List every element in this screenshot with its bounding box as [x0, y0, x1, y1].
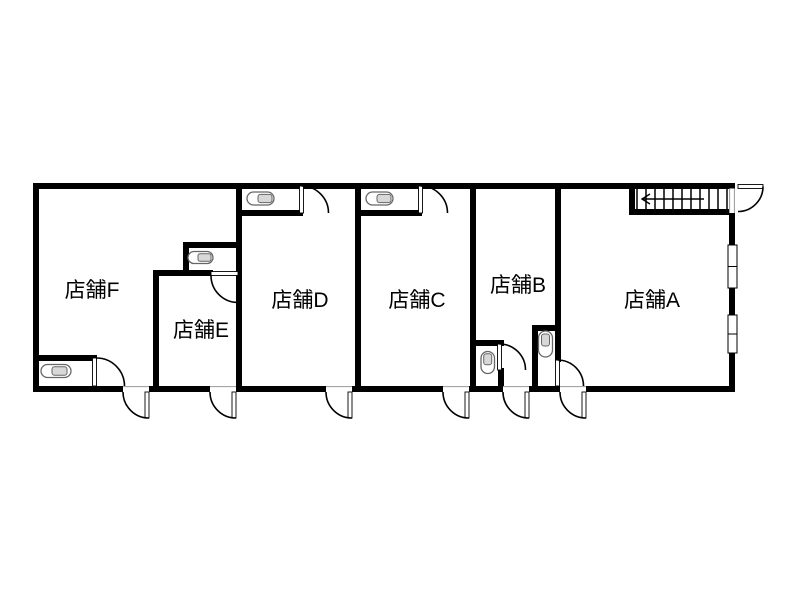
door-leaf-toilet-e — [210, 271, 239, 276]
entrance-opening-e — [210, 386, 236, 392]
room-label-e: 店舗E — [173, 319, 229, 342]
toilet-icon-a — [537, 330, 554, 358]
toilet-tank — [483, 353, 493, 366]
entrance-opening-a — [560, 386, 586, 392]
exterior-door-opening — [729, 188, 735, 213]
toilet-tank — [197, 253, 212, 262]
door-arc-toilet-e — [210, 275, 239, 304]
toilet-icon-e — [187, 250, 214, 265]
door-arc-entrance-b — [502, 391, 530, 419]
door-leaf-toilet-c — [418, 185, 423, 214]
toilet-a-top-wall — [532, 325, 561, 331]
toilet-tank — [257, 193, 273, 204]
outer-wall-left — [33, 183, 39, 392]
door-arc-entrance-c — [442, 391, 470, 419]
windows — [727, 244, 738, 354]
entrance-opening-d — [326, 386, 352, 392]
toilet-a-left-wall — [532, 325, 538, 386]
opening-edge-lines — [123, 188, 735, 388]
toilet-e-top-wall — [183, 242, 242, 248]
wall-openings — [123, 188, 735, 392]
entrance-opening-c — [443, 386, 469, 392]
door-arc-entrance-e — [209, 391, 237, 419]
entrance-opening-b — [503, 386, 529, 392]
door-leaf-entrance-f — [144, 391, 150, 419]
door-leaf-entrance-a — [581, 391, 587, 419]
outer-wall-bottom — [33, 386, 735, 392]
toilet-tank — [376, 193, 392, 204]
shop-e-left-wall — [153, 270, 159, 386]
door-leaf-toilet-b — [497, 343, 502, 371]
entrance-opening-f — [123, 386, 149, 392]
door-arc-toilet-b — [499, 343, 527, 371]
door-leaves — [92, 184, 764, 419]
toilet-icon-f — [40, 363, 72, 379]
door-leaf-entrance-d — [347, 391, 353, 419]
door-arc-exterior — [737, 186, 764, 213]
stairs-left-wall — [629, 189, 635, 215]
toilet-tank — [541, 333, 550, 347]
door-arc-toilet-a — [557, 359, 585, 387]
staircase — [636, 189, 728, 209]
toilet-c-bottom-wall — [355, 210, 422, 216]
door-leaf-toilet-d — [299, 185, 304, 214]
outer-wall-top — [33, 183, 735, 189]
door-arc-toilet-f — [96, 357, 126, 387]
door-leaf-toilet-a — [555, 359, 560, 387]
stairs-up-arrow-icon — [640, 193, 651, 205]
door-leaf-entrance-c — [464, 391, 470, 419]
partition-wall-f-d — [236, 189, 242, 386]
toilet-d-bottom-wall — [236, 210, 303, 216]
opening-edge-exterior — [729, 188, 735, 213]
door-arcs — [96, 185, 764, 419]
toilet-b-right-wall — [498, 368, 504, 386]
room-label-d: 店舗D — [271, 289, 328, 312]
room-label-f: 店舗F — [65, 279, 120, 302]
door-leaf-entrance-e — [231, 391, 237, 419]
toilet-icon-d — [246, 191, 275, 206]
door-arc-entrance-f — [122, 391, 150, 419]
toilet-f-top-wall — [33, 355, 97, 361]
door-arc-toilet-c — [420, 185, 449, 214]
room-label-c: 店舗C — [388, 289, 445, 312]
room-labels: 店舗F 店舗E 店舗D 店舗C 店舗B 店舗A — [65, 274, 680, 342]
window-icon — [727, 244, 738, 289]
stairs-bottom-wall — [629, 209, 735, 215]
window-icon — [727, 314, 738, 354]
door-arc-entrance-a — [559, 391, 587, 419]
toilet-fixtures — [40, 191, 554, 379]
toilet-e-left-wall — [183, 242, 189, 276]
toilet-icon-c — [365, 191, 394, 206]
toilet-tank — [51, 366, 68, 376]
room-label-b: 店舗B — [490, 274, 546, 297]
partition-wall-c-b — [470, 189, 476, 386]
walls — [33, 183, 735, 392]
partition-wall-b-a — [555, 189, 561, 362]
toilet-b-top-wall — [470, 340, 504, 346]
door-leaf-exterior — [737, 184, 764, 189]
door-leaf-entrance-b — [524, 391, 530, 419]
room-label-a: 店舗A — [624, 289, 680, 312]
partition-wall-d-c — [355, 189, 361, 386]
door-leaf-toilet-f — [92, 357, 97, 387]
door-arc-toilet-d — [301, 185, 330, 214]
door-arc-entrance-d — [325, 391, 353, 419]
toilet-icon-b — [480, 350, 496, 375]
